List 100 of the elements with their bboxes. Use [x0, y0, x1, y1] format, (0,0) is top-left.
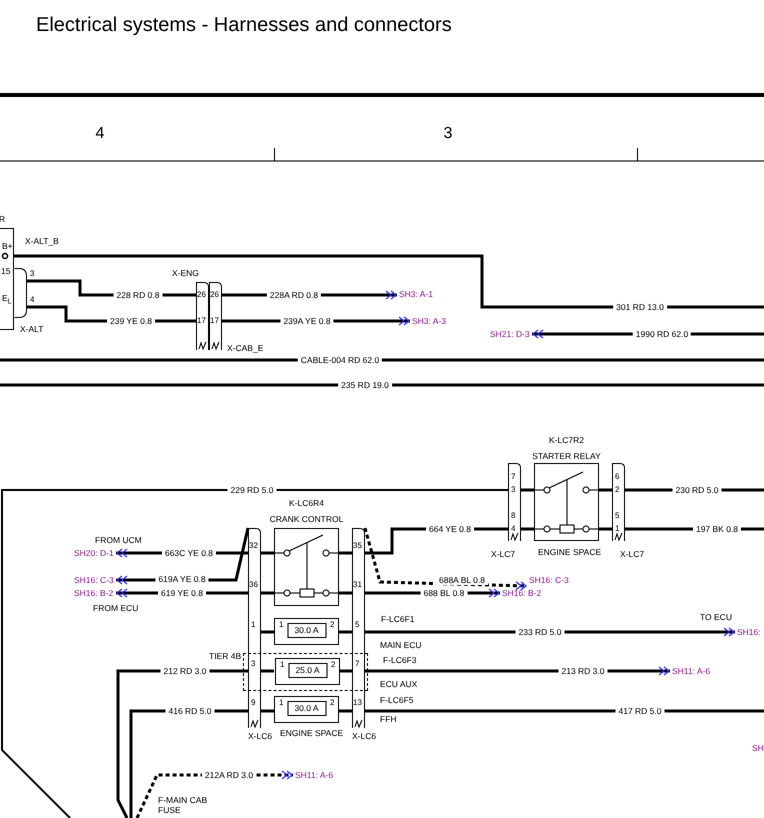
- wire-label: 301 RD 13.0: [613, 302, 667, 312]
- connector-block: [352, 528, 365, 728]
- connector-label: X-ALT: [20, 324, 44, 334]
- circuit-label: FFH: [380, 714, 397, 724]
- terminal-label: B+: [2, 241, 13, 251]
- relay-id: K-LC7R2: [549, 435, 584, 445]
- wire-label: 417 RD 5.0: [616, 706, 664, 716]
- sheet-reference: SH3: A-1: [397, 288, 437, 300]
- sheet-reference: SH16:: [735, 626, 764, 638]
- pin-number: 7: [511, 472, 516, 482]
- pin-number: 13: [353, 698, 362, 708]
- fuse-block: [274, 618, 339, 645]
- fuse-label: F-LC6F1: [381, 614, 415, 624]
- source-label: FROM ECU: [93, 603, 138, 613]
- zone-number: 4: [96, 125, 104, 143]
- wire: [261, 592, 274, 594]
- dashed-group-outline: [243, 653, 368, 691]
- pin-number: 3: [511, 485, 516, 495]
- pin-number: 5: [615, 511, 620, 521]
- sheet-reference: SH16: B-2: [500, 587, 544, 599]
- wire: [521, 528, 534, 530]
- part-label: R: [0, 214, 6, 224]
- alternator-box: [0, 228, 14, 330]
- connector-block: [209, 282, 222, 350]
- wire: [1, 489, 508, 818]
- pin-number: 26: [210, 290, 219, 300]
- sheet-reference: SH16: C-3: [527, 574, 571, 586]
- note: X-LC6: [352, 731, 376, 741]
- wire: [599, 528, 612, 530]
- wire: [339, 552, 352, 554]
- relay-name: CRANK CONTROL: [270, 514, 344, 524]
- wire: [339, 592, 352, 594]
- wire-label: 664 YE 0.8: [426, 524, 474, 534]
- connector-block: [612, 463, 625, 541]
- wire: [261, 630, 274, 634]
- wire-label: 228 RD 0.8: [114, 290, 162, 300]
- pin-number: 3: [30, 269, 34, 279]
- wire-label: 235 RD 19.0: [338, 380, 392, 390]
- wire-label: 688A BL 0.8: [436, 575, 488, 585]
- wire: [14, 254, 764, 308]
- pin-number: 1: [615, 524, 620, 534]
- pin-number: 2: [615, 485, 620, 495]
- pin-number: 5: [355, 620, 360, 630]
- group-label: TIER 4B: [209, 651, 242, 661]
- connector-label: X-ENG: [172, 268, 199, 278]
- relay-id: K-LC6R4: [289, 498, 324, 508]
- pin-number: 1: [280, 660, 284, 670]
- wire-label: CABLE-004 RD 62.0: [298, 355, 382, 365]
- wire-label: 239 YE 0.8: [107, 316, 155, 326]
- circuit-label: ECU AUX: [380, 679, 418, 689]
- sheet-reference: SH3: A-3: [410, 315, 450, 327]
- wire: [261, 670, 274, 672]
- relay-name: STARTER RELAY: [532, 451, 601, 461]
- pin-number: 26: [197, 290, 206, 300]
- pin-number: 1: [279, 698, 284, 708]
- connector-block: [196, 282, 209, 350]
- wire: [521, 488, 534, 492]
- location-label: ENGINE SPACE: [538, 547, 602, 557]
- wire-label: 197 BK 0.8: [692, 524, 742, 534]
- pin-number: 9: [251, 698, 256, 708]
- fuse-block: [275, 658, 340, 685]
- wire-label: 228A RD 0.8: [266, 290, 322, 300]
- wire-label: 233 RD 5.0: [516, 627, 564, 637]
- wire-label: 688 BL 0.8: [420, 588, 468, 598]
- wire-label: 619 YE 0.8: [158, 588, 206, 598]
- wire-label: 229 RD 5.0: [228, 485, 276, 495]
- connector-block: [508, 463, 521, 541]
- fuse-rating: 30.0 A: [287, 701, 326, 716]
- fuse-rating: 25.0 A: [288, 663, 327, 678]
- wire-label: 213 RD 3.0: [558, 666, 608, 676]
- fuse-rating: 30.0 A: [287, 623, 326, 638]
- fuse-block: [274, 696, 339, 723]
- wire-label: 230 RD 5.0: [672, 485, 722, 495]
- source-label: FROM UCM: [95, 535, 142, 545]
- sheet-reference: SH21: D-3: [488, 328, 532, 340]
- wire-label: 663C YE 0.8: [162, 548, 216, 558]
- terminal-label: 15: [1, 266, 10, 276]
- connector-label: X-ALT_B: [25, 236, 59, 246]
- pin-number: 7: [355, 659, 360, 669]
- pin-number: 17: [210, 316, 219, 326]
- pin-number: 35: [353, 541, 362, 551]
- wire: [261, 552, 274, 554]
- wire-label: 416 RD 5.0: [166, 706, 214, 716]
- pin-number: 1: [279, 620, 284, 630]
- connector-label: X-CAB_E: [227, 343, 264, 353]
- sheet-reference: SH16: C-3: [72, 574, 116, 586]
- sheet-reference: SH11: A-6: [293, 769, 337, 781]
- wire: [365, 710, 764, 712]
- destination-label: TO ECU: [700, 612, 732, 622]
- pin-number: 31: [353, 580, 362, 590]
- wire-label: 239A YE 0.8: [280, 316, 334, 326]
- pin-number: 6: [615, 472, 620, 482]
- pin-number: 8: [511, 511, 516, 521]
- pin-number: 1: [251, 620, 256, 630]
- pin-number: 3: [251, 659, 256, 669]
- sheet-reference: SH11: A-6: [670, 665, 714, 677]
- wire-label: 619A YE 0.8: [155, 574, 209, 584]
- wire: [339, 630, 352, 634]
- pin-number: 2: [331, 660, 336, 670]
- wire-label: 212 RD 3.0: [160, 666, 210, 676]
